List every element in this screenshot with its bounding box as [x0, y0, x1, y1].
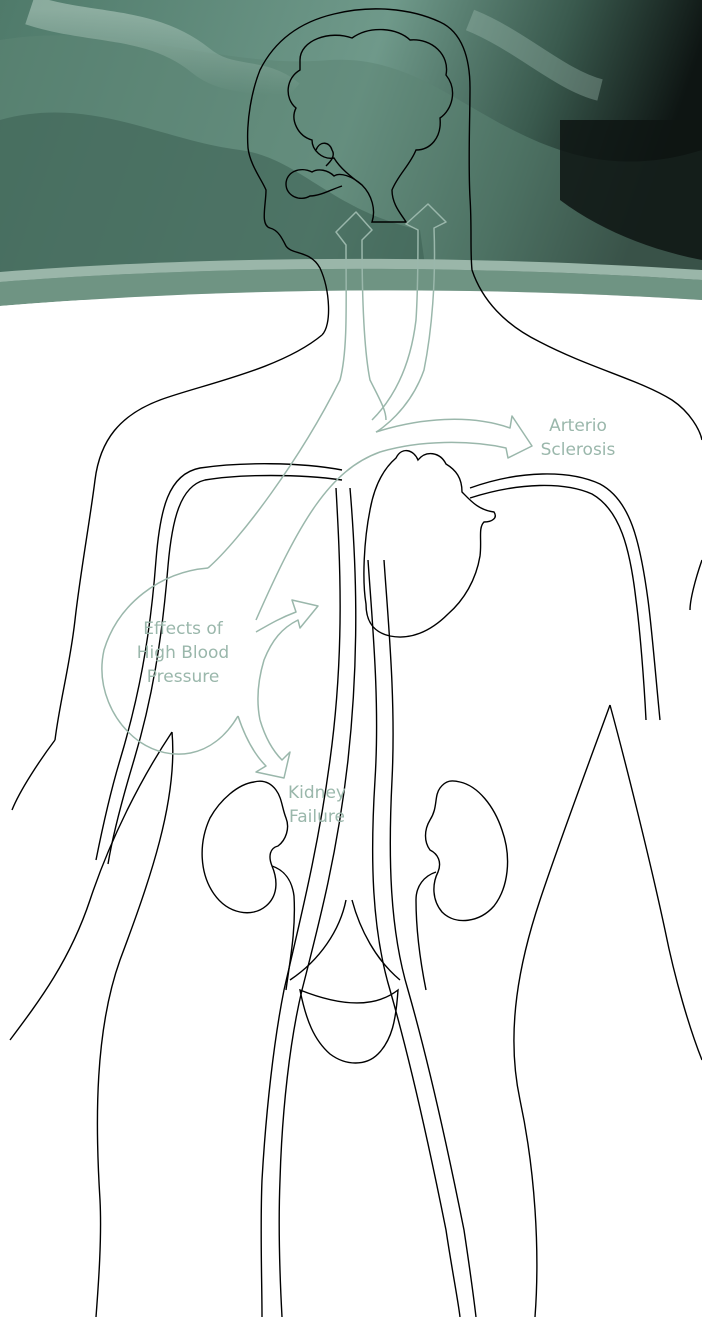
kidney-failure-label: Kidney Failure	[272, 781, 362, 829]
effects-label-line-2: High Blood	[118, 641, 248, 665]
kidney-label-line-1: Kidney	[272, 781, 362, 805]
effects-label-line-3: Pressure	[118, 665, 248, 689]
arteries	[96, 464, 660, 1317]
effects-label-line-1: Effects of	[118, 617, 248, 641]
arrow-to-heart	[256, 600, 318, 720]
arrow-to-arterio	[256, 416, 532, 620]
arterio-label-line-2: Sclerosis	[528, 438, 628, 462]
bladder	[300, 990, 398, 1063]
arterio-label-line-1: Arterio	[528, 414, 628, 438]
arterio-sclerosis-label: Arterio Sclerosis	[528, 414, 628, 462]
header-photo-band	[0, 0, 702, 300]
arrow-to-kidney	[238, 716, 290, 778]
kidney-right	[426, 781, 508, 921]
effects-label: Effects of High Blood Pressure	[118, 617, 248, 689]
kidney-label-line-2: Failure	[272, 805, 362, 829]
heart	[364, 451, 495, 637]
